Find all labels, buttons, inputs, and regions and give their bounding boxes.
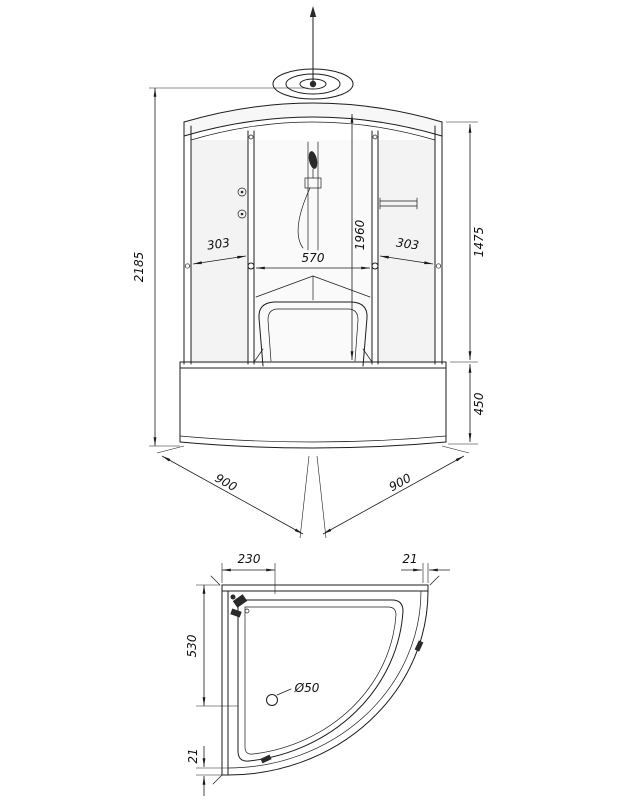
dim-left-panel: 303 bbox=[206, 236, 231, 253]
dim-base-right-group: 900 bbox=[316, 445, 470, 539]
right-frame-knob bbox=[435, 263, 442, 269]
dim-wall-thickness-top-group: 21 bbox=[401, 552, 450, 583]
dim-base-left: 900 bbox=[213, 471, 240, 495]
shower-tray-front bbox=[179, 361, 447, 449]
hydromassage-jets bbox=[237, 187, 247, 219]
dim-tray-height-group: 450 bbox=[448, 364, 486, 445]
right-glass-panel bbox=[378, 140, 435, 364]
corner-ticks bbox=[210, 575, 440, 785]
dim-wall-thickness-top: 21 bbox=[402, 552, 417, 566]
dim-total-height-group: 2185 bbox=[132, 87, 308, 447]
tray-basin-front bbox=[253, 301, 373, 367]
dim-fitting-offset-group: 230 bbox=[221, 552, 276, 594]
dim-wall-thickness-bottom: 21 bbox=[186, 748, 200, 763]
drain: Ø50 bbox=[266, 681, 320, 706]
dim-door-opening-group: 570 bbox=[256, 251, 370, 270]
dim-drain-diameter: Ø50 bbox=[294, 681, 320, 695]
towel-bar-icon bbox=[379, 197, 418, 210]
shower-head-icon bbox=[272, 68, 354, 100]
left-glass-panel bbox=[191, 140, 248, 364]
dim-right-panel-group: 303 bbox=[379, 236, 434, 265]
dim-basin-offset-group: 530 bbox=[185, 584, 238, 707]
left-frame-knob bbox=[184, 263, 191, 269]
door-stop-bottom bbox=[260, 754, 272, 764]
hand-shower-icon bbox=[308, 151, 318, 169]
front-view: 2185 1960 570 303 303 1475 bbox=[132, 6, 486, 539]
dim-basin-offset: 530 bbox=[185, 634, 199, 657]
back-corner-lines bbox=[255, 275, 371, 301]
dim-door-opening: 570 bbox=[302, 251, 325, 265]
left-door-handle bbox=[247, 262, 255, 270]
dim-base-left-group: 900 bbox=[156, 445, 310, 539]
dim-right-panel: 303 bbox=[395, 236, 420, 253]
roof bbox=[183, 102, 443, 141]
shower-column bbox=[297, 141, 322, 251]
dim-glass-height: 1475 bbox=[472, 227, 486, 258]
dim-inner-height: 1960 bbox=[353, 219, 367, 250]
top-pipe-icon bbox=[309, 6, 317, 85]
roof-fill bbox=[184, 103, 442, 136]
right-door-handle bbox=[371, 262, 379, 270]
cabin-frame bbox=[183, 121, 443, 365]
dim-tray-height: 450 bbox=[472, 392, 486, 415]
plan-tray-outline bbox=[227, 590, 429, 776]
dim-glass-height-group: 1475 bbox=[446, 121, 486, 363]
dim-wall-thickness-bottom-group: 21 bbox=[186, 746, 228, 796]
plan-fittings bbox=[230, 594, 250, 618]
door-stop-top bbox=[414, 640, 424, 652]
dim-left-panel-group: 303 bbox=[192, 236, 247, 265]
dim-base-right: 900 bbox=[387, 471, 414, 495]
dim-total-height: 2185 bbox=[132, 252, 146, 283]
plan-basin bbox=[237, 599, 404, 762]
dim-inner-height-group: 1960 bbox=[350, 114, 367, 360]
plan-walls bbox=[221, 584, 429, 776]
plan-view: Ø50 230 21 530 bbox=[185, 552, 450, 796]
dim-fitting-offset: 230 bbox=[238, 552, 261, 566]
shower-hose bbox=[297, 187, 311, 249]
